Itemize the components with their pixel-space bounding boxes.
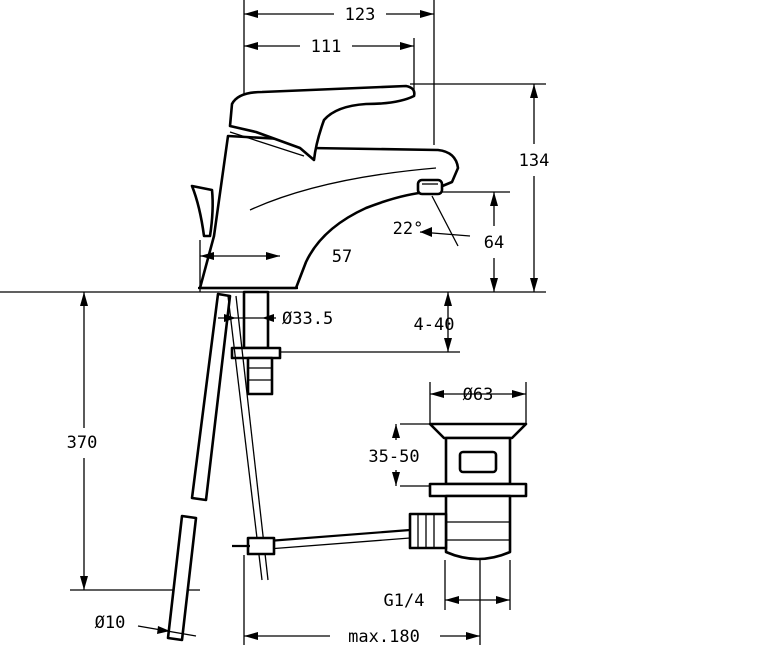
- extension-lines: [0, 0, 546, 645]
- label-hole-diameter: Ø33.5: [282, 309, 333, 329]
- label-deck-thickness: 4-40: [414, 315, 455, 335]
- label-spout-projection: 57: [332, 247, 352, 267]
- label-rod-diameter: Ø10: [95, 613, 126, 633]
- label-spout-reach: 111: [311, 37, 342, 57]
- label-max-distance: max.180: [348, 627, 420, 647]
- label-thread: G1/4: [384, 591, 425, 611]
- dimension-labels: 123 111 134 64 22° 57 Ø33.5 4-40 Ø63 35-…: [67, 5, 550, 647]
- label-drain-height: 35-50: [368, 447, 419, 467]
- dimension-lines: [80, 10, 538, 640]
- label-pipe-length: 370: [67, 433, 98, 453]
- label-total-height: 134: [519, 151, 550, 171]
- label-drain-diameter: Ø63: [463, 385, 494, 405]
- mounting-assembly: [166, 290, 282, 642]
- label-spout-height: 64: [484, 233, 504, 253]
- drain-assembly: [232, 422, 528, 561]
- faucet-body: [190, 84, 460, 290]
- label-spout-angle: 22°: [393, 219, 424, 239]
- label-total-width: 123: [345, 5, 376, 25]
